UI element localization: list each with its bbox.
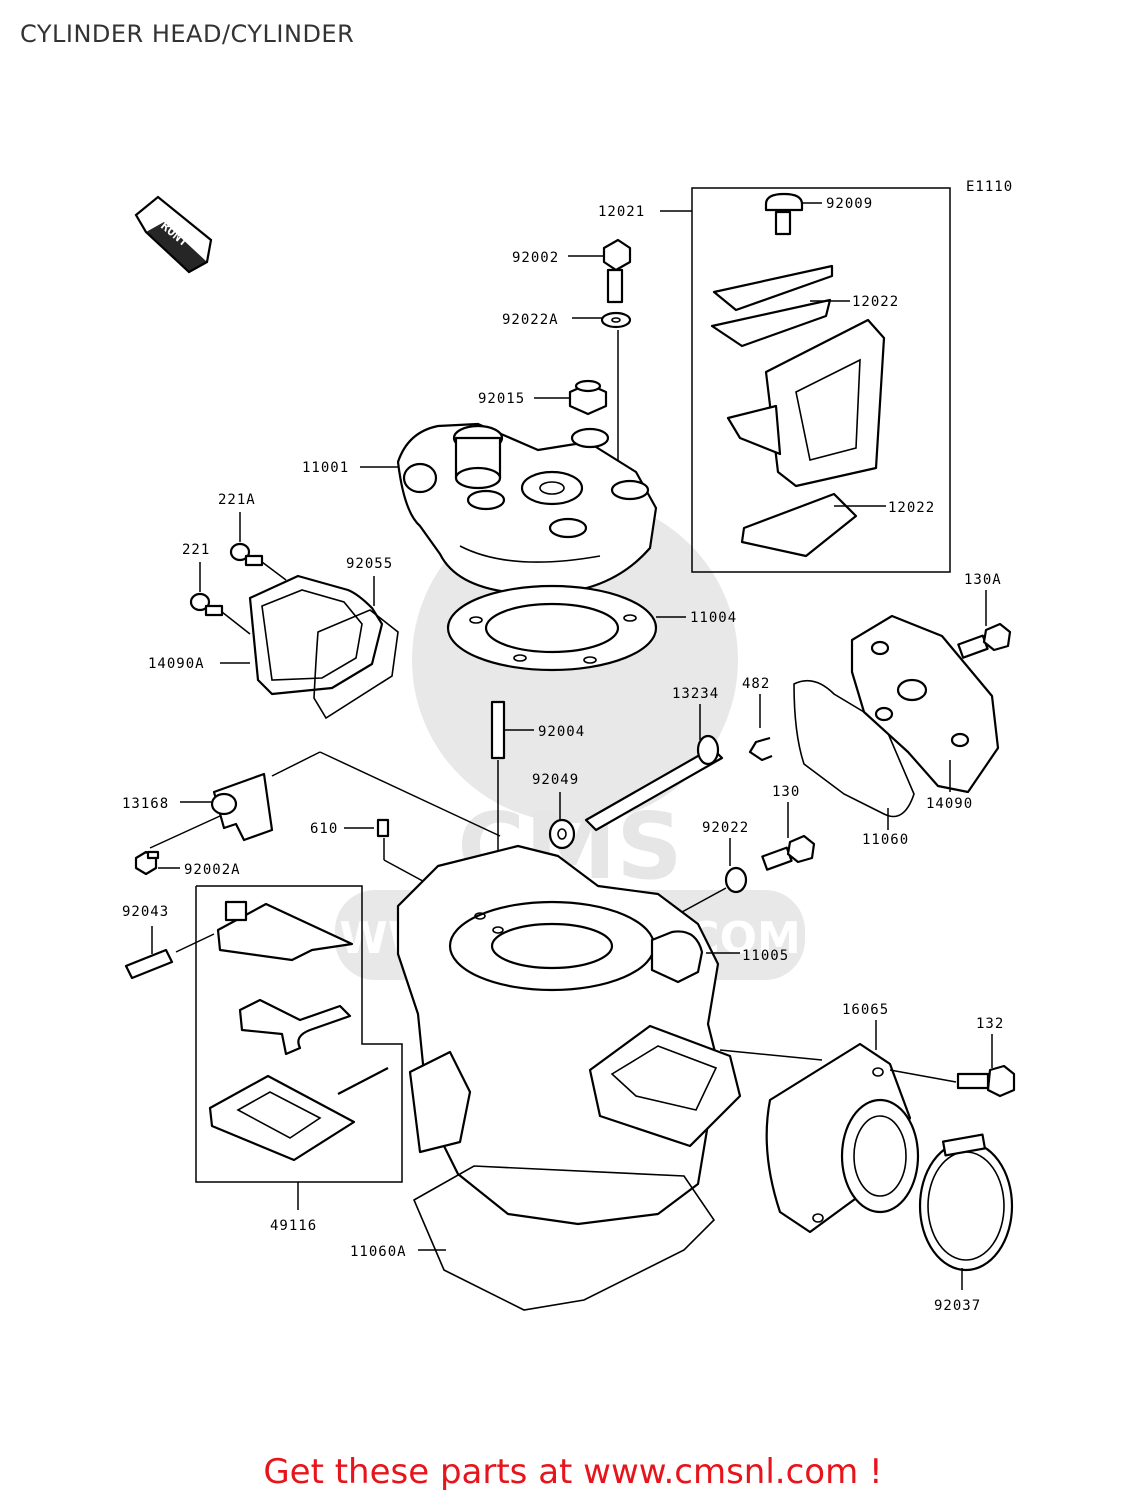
part-number-labels: 12021 92009 92002 92022A 12022 92015 110…: [122, 196, 1004, 1314]
label-92004: 92004: [538, 724, 585, 740]
label-49116: 49116: [270, 1218, 317, 1234]
shaft-13234-part: [584, 704, 724, 832]
front-arrow-icon: FRONT: [134, 195, 213, 274]
cover-14090A-part: [220, 574, 384, 696]
label-12021: 12021: [598, 204, 645, 220]
cylinder-11005-part: [396, 844, 823, 1226]
reed-plate-lower-part: [740, 492, 886, 558]
label-11060A: 11060A: [350, 1244, 407, 1260]
label-482: 482: [742, 676, 770, 692]
label-14090A: 14090A: [148, 656, 205, 672]
base-gasket-11060A-part: [412, 1165, 716, 1311]
label-130: 130: [772, 784, 800, 800]
bolt-130A-part: [957, 590, 1012, 659]
page-title: CYLINDER HEAD/CYLINDER: [20, 20, 355, 48]
label-12022-upper: 12022: [852, 294, 899, 310]
valve-plate-part: [208, 1067, 389, 1162]
label-11060: 11060: [862, 832, 909, 848]
reed-block-part: [726, 318, 886, 488]
bolt-130-part: [761, 802, 816, 871]
bracket-13168-part: [180, 751, 501, 842]
label-130A: 130A: [964, 572, 1002, 588]
label-13168: 13168: [122, 796, 169, 812]
washer-92022A-part: [572, 311, 632, 488]
label-132: 132: [976, 1016, 1004, 1032]
label-92055: 92055: [346, 556, 393, 572]
head-gasket-11004-part: [446, 584, 686, 672]
gasket-11060-part: [793, 679, 915, 830]
label-92015: 92015: [478, 391, 525, 407]
reed-valve-group: [660, 187, 951, 573]
label-92043: 92043: [122, 904, 169, 920]
label-92037: 92037: [934, 1298, 981, 1314]
diagram-code: E1110: [966, 179, 1013, 195]
cylinder-head-11001-part: [360, 422, 658, 596]
washer-92049-part: [548, 792, 576, 850]
label-92002A: 92002A: [184, 862, 241, 878]
intake-manifold-16065-part: [765, 1020, 920, 1234]
gasket-92055-part: [313, 576, 399, 720]
bolt-92002-part: [568, 238, 632, 304]
reed-plate-upper-part: [710, 264, 850, 348]
label-92022: 92022: [702, 820, 749, 836]
valve-lever-part: [238, 998, 352, 1056]
valve-blade-part: [216, 900, 354, 962]
label-92002: 92002: [512, 250, 559, 266]
nut-92015-part: [534, 379, 608, 416]
label-14090: 14090: [926, 796, 973, 812]
pin-92043-part: [124, 926, 215, 980]
exhaust-valve-kit-group: [195, 885, 403, 1210]
bolt-221-part: [189, 562, 251, 635]
label-221: 221: [182, 542, 210, 558]
label-11004: 11004: [690, 610, 737, 626]
footer-cta-link[interactable]: Get these parts at www.cmsnl.com !: [263, 1452, 883, 1492]
label-92049: 92049: [532, 772, 579, 788]
label-610: 610: [310, 821, 338, 837]
label-221A: 221A: [218, 492, 256, 508]
label-11001: 11001: [302, 460, 349, 476]
bolt-92002A-part: [134, 815, 221, 876]
label-12022-lower: 12022: [888, 500, 935, 516]
label-92022A: 92022A: [502, 312, 559, 328]
label-11005: 11005: [742, 948, 789, 964]
clamp-92037-part: [918, 1133, 1014, 1290]
bolt-132-part: [889, 1034, 1016, 1098]
label-16065: 16065: [842, 1002, 889, 1018]
label-92009: 92009: [826, 196, 873, 212]
cover-14090-part: [850, 614, 1000, 794]
screw-92009-part: [764, 192, 822, 236]
bolt-221A-part: [229, 512, 287, 581]
label-13234: 13234: [672, 686, 719, 702]
clip-482-part: [748, 694, 773, 762]
